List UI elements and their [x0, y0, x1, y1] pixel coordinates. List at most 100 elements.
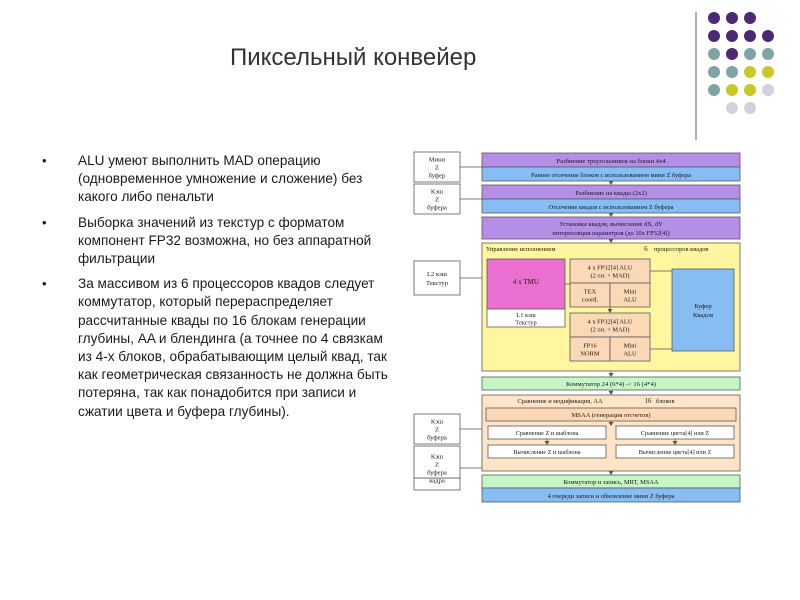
- slide-title: Пиксельный конвейер: [230, 44, 477, 71]
- cmp-label: блоков: [656, 398, 674, 405]
- arrow-head: [672, 441, 678, 445]
- decorative-dot: [744, 48, 756, 60]
- stage-label: интерполяция параметров (до 10х FP32[4]): [552, 230, 669, 237]
- side-label: Кэш: [431, 454, 443, 461]
- decorative-dot: [762, 84, 774, 96]
- side-label: буфера: [427, 205, 447, 212]
- stage-label: Коммутатор и запись, MRT, MSAA: [563, 479, 659, 486]
- calc-z-box: [487, 444, 607, 459]
- cmp-label: Сравнение и модификация, AA: [517, 398, 603, 405]
- alu-label: coord.: [582, 297, 599, 304]
- arrow-head: [608, 391, 614, 395]
- bullet-item: •ALU умеют выполнить MAD операцию (однов…: [42, 152, 392, 207]
- alu-label: (2 оп. + MAD): [591, 273, 630, 280]
- alu-label: NORM: [580, 351, 599, 358]
- side-label: Z: [435, 197, 439, 204]
- mini-alu-box-1: [609, 282, 651, 308]
- decorative-dot: [708, 30, 720, 42]
- bullet-marker: •: [42, 276, 47, 292]
- alu-label: Mini: [624, 289, 637, 296]
- side-label: буфера: [427, 470, 447, 477]
- decorative-dot: [744, 84, 756, 96]
- alu-label: (2 оп. + MAD): [591, 327, 630, 334]
- decorative-dot: [726, 66, 738, 78]
- alu-label: 4 x FP32[4] ALU: [588, 265, 633, 272]
- exec-count: 6: [644, 246, 648, 253]
- alu-label: Mini: [624, 343, 637, 350]
- alu-label: FP16: [583, 343, 597, 350]
- tmu-box: [486, 258, 566, 310]
- arrow-head: [608, 422, 614, 426]
- stage-label: Отсечение квадов с использованием Z буфе…: [549, 204, 674, 211]
- quad-buffer-label: Квадов: [693, 312, 713, 319]
- alu-block-2: [569, 312, 651, 338]
- l1-cache-box: [486, 308, 566, 328]
- side-label: кадра: [429, 478, 445, 485]
- arrow-head: [608, 213, 614, 217]
- write-queues: [481, 487, 741, 503]
- stage-label: Коммутатор 24 (6*4) -> 16 (4*4): [566, 381, 656, 388]
- side-label: Мини: [429, 157, 446, 164]
- side-label: Кэш: [431, 189, 443, 196]
- stage-label: Разбиение треугольников на блоки 4х4: [556, 158, 666, 165]
- decorative-dot: [708, 48, 720, 60]
- arrow-head: [608, 373, 614, 377]
- arrow-head: [607, 309, 613, 313]
- arrow-head: [608, 181, 614, 185]
- decorative-dot: [708, 84, 720, 96]
- alu-label: 4 x FP32[4] ALU: [588, 319, 633, 326]
- side-label: Z: [435, 165, 439, 172]
- z-cache-box-bottom: [413, 413, 461, 445]
- bullet-text: За массивом из 6 процессоров квадов след…: [78, 276, 388, 419]
- decorative-dot: [762, 30, 774, 42]
- side-label: Кэш: [431, 419, 443, 426]
- decorative-dot: [744, 66, 756, 78]
- bullet-text: ALU умеют выполнить MAD операцию (одновр…: [78, 153, 363, 205]
- quad-buffer-label: Буфер: [694, 303, 712, 310]
- stage-label: Вычисление цвета[4] или Z: [639, 449, 712, 456]
- decorative-dot: [708, 12, 720, 24]
- arrow-head: [608, 471, 614, 475]
- bullet-list: • ALU умеют выполнить MAD операцию (однов…: [42, 152, 392, 428]
- bullet-item: •Выборка значений из текстур с форматом …: [42, 214, 392, 269]
- z-frame-cache-box: [413, 445, 461, 491]
- cmp-count: 16: [645, 398, 652, 405]
- stage-label: MSAA (генерация отсчетов): [571, 412, 650, 419]
- bullet-text: Выборка значений из текстур с форматом к…: [78, 214, 372, 267]
- side-label: Z: [435, 462, 439, 469]
- decorative-dot: [762, 66, 774, 78]
- decorative-dot: [726, 48, 738, 60]
- l2-texture-cache-box: [413, 260, 461, 296]
- side-label: L2 кэш: [427, 271, 447, 278]
- alu-label: ALU: [623, 351, 637, 358]
- decorative-dot: [726, 102, 738, 114]
- arrow-head: [544, 441, 550, 445]
- arrow-head: [608, 239, 614, 243]
- z-cache-box-top: [413, 183, 461, 215]
- side-label: Текстур: [426, 280, 449, 287]
- stage-label: Вычисление Z и шаблона: [513, 449, 580, 456]
- l1-label: L1 кэш: [516, 312, 535, 319]
- decorative-dot: [726, 12, 738, 24]
- stage-label: Установка квадов, вычисление dX, dY: [559, 221, 663, 228]
- stage-label: 4 очереди записи и обновление мини Z буф…: [548, 493, 675, 500]
- side-label: буфер: [429, 173, 446, 180]
- quad-buffer-box: [671, 268, 735, 352]
- decorative-dot: [708, 66, 720, 78]
- fp16-norm-box: [569, 336, 611, 362]
- bullet-item: • За массивом из 6 процессоров квадов сле…: [42, 275, 392, 421]
- stage-label: Сравнение цвета[4] или Z: [641, 430, 709, 437]
- decorative-dot: [762, 48, 774, 60]
- stage-label: Разбиение на квады (2х2): [575, 190, 647, 197]
- mini-alu-box-2: [609, 336, 651, 362]
- alu-block-1: [569, 258, 651, 284]
- side-label: буфера: [427, 435, 447, 442]
- tmu-label: 4 x TMU: [513, 278, 539, 286]
- calc-color-box: [615, 444, 735, 459]
- side-label: Z: [435, 427, 439, 434]
- decorative-dot: [744, 102, 756, 114]
- mini-z-buffer-box-top: [413, 151, 461, 183]
- decorative-dot: [726, 84, 738, 96]
- decorative-dot: [744, 30, 756, 42]
